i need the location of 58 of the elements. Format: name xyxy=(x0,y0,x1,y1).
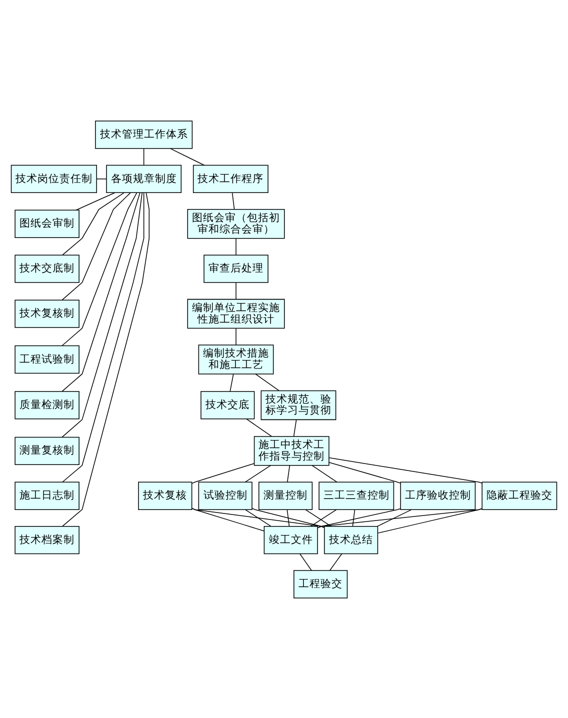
connector xyxy=(76,192,116,210)
connector xyxy=(310,508,337,526)
node-box: 技术总结 xyxy=(324,525,378,554)
node-box: 测量复核制 xyxy=(14,436,80,464)
connector xyxy=(62,192,140,392)
node-box: 审查后处理 xyxy=(204,254,268,282)
connector xyxy=(62,192,150,526)
node-box: 编制单位工程实施性施工组织设计 xyxy=(187,298,285,328)
connector xyxy=(62,192,131,300)
node-box: 技术管理工作体系 xyxy=(95,120,193,148)
connector xyxy=(62,192,124,255)
connector xyxy=(286,508,290,526)
connector xyxy=(230,373,234,392)
connector xyxy=(252,507,325,528)
connector xyxy=(62,192,142,437)
node-box: 三工三查控制 xyxy=(318,481,394,510)
node-box: 施工中技术工作指导与控制 xyxy=(254,436,330,466)
connector xyxy=(143,148,144,166)
node-box: 图纸会审制 xyxy=(14,209,80,238)
connector xyxy=(378,508,482,533)
node-box: 编制技术措施和施工工艺 xyxy=(198,344,274,374)
node-box: 试验控制 xyxy=(198,481,252,510)
node-box: 工程验交 xyxy=(294,570,348,598)
connector xyxy=(293,418,297,436)
node-box: 施工日志制 xyxy=(14,481,80,510)
node-box: 技术复核 xyxy=(138,481,192,510)
node-box: 隐蔽工程验交 xyxy=(482,481,558,510)
node-box: 图纸会审（包括初审和综合会审） xyxy=(187,208,285,238)
connector xyxy=(329,552,342,570)
node-box: 技术交底制 xyxy=(14,254,80,282)
node-box: 各项规章制度 xyxy=(106,164,182,193)
connector xyxy=(352,508,356,526)
connector xyxy=(192,507,325,528)
connector xyxy=(62,192,138,346)
node-box: 工程试验制 xyxy=(14,344,80,374)
connector xyxy=(244,508,272,526)
node-box: 技术规范、验标学习与贯彻 xyxy=(260,390,336,420)
connector xyxy=(287,464,290,482)
connector xyxy=(62,192,144,482)
connector xyxy=(192,462,255,484)
connector xyxy=(312,464,338,482)
connector xyxy=(244,464,272,482)
connector xyxy=(300,552,312,570)
connector xyxy=(305,508,332,526)
node-box: 工序验收控制 xyxy=(400,481,476,510)
connector xyxy=(96,178,107,179)
node-box: 技术档案制 xyxy=(14,525,80,554)
node-box: 技术复核制 xyxy=(14,299,80,328)
connector xyxy=(232,192,235,210)
node-box: 技术工作程序 xyxy=(192,164,268,193)
node-box: 质量检测制 xyxy=(14,390,80,419)
connector xyxy=(377,508,412,526)
node-box: 技术交底 xyxy=(200,390,255,419)
connector xyxy=(328,456,482,483)
node-box: 竣工文件 xyxy=(264,525,318,554)
connector xyxy=(328,462,401,483)
node-box: 测量控制 xyxy=(258,481,313,510)
node-box: 技术岗位责任制 xyxy=(10,164,97,193)
